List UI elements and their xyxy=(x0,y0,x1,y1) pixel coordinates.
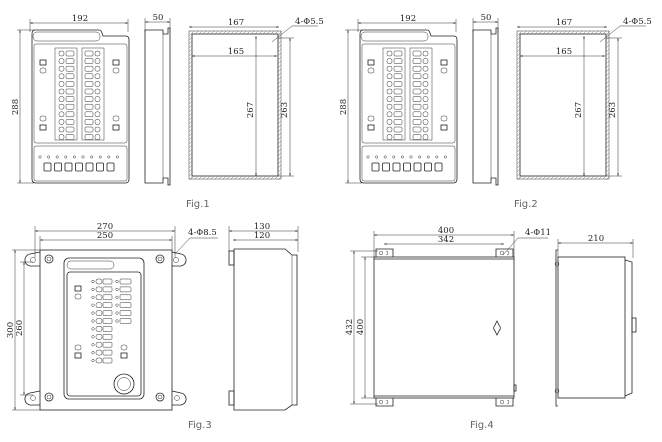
panel-keys xyxy=(38,47,120,172)
cutout-view xyxy=(516,30,611,181)
panel-title-plate xyxy=(360,31,429,42)
dim-label-400h: 400 xyxy=(356,319,366,335)
dim-label-width: 192 xyxy=(72,14,88,24)
caption-fig2: Fig.2 xyxy=(514,199,538,210)
dim-label-depth: 50 xyxy=(481,13,492,23)
holes-label: 4-Φ11 xyxy=(525,228,551,238)
side-view xyxy=(144,27,171,186)
caption-fig3: Fig.3 xyxy=(188,420,212,431)
panel-keys xyxy=(366,47,448,172)
dim-label-210: 210 xyxy=(588,234,604,244)
side-view xyxy=(472,27,499,186)
dim-label-130: 130 xyxy=(254,222,270,232)
dim-label-300: 300 xyxy=(6,322,16,338)
dim-label-cut-h-outer: 263 xyxy=(608,102,618,118)
dim-label-cut-h-inner: 267 xyxy=(574,102,584,118)
dim-label-cut-h-inner: 267 xyxy=(246,102,256,118)
enclosure-side xyxy=(233,248,298,411)
dim-label-260: 260 xyxy=(15,320,25,336)
cabinet-front xyxy=(373,256,515,399)
cabinet-side xyxy=(557,256,626,399)
function-area xyxy=(33,145,128,182)
holes-label: 4-Φ5.5 xyxy=(295,17,324,27)
key-area xyxy=(361,43,456,144)
dim-label-cut-inner: 165 xyxy=(556,47,572,57)
caption-fig4: Fig.4 xyxy=(470,420,494,431)
dim-label-cut-h-outer: 263 xyxy=(280,102,290,118)
dim-label-height: 288 xyxy=(11,99,21,115)
holes-label: 4-Φ5.5 xyxy=(623,17,652,27)
dim-label-120: 120 xyxy=(254,231,270,241)
dim-label-depth: 50 xyxy=(153,13,164,23)
dim-label-400w: 400 xyxy=(438,226,454,236)
dim-label-width: 192 xyxy=(400,14,416,24)
function-area xyxy=(361,145,456,182)
mounting-brackets xyxy=(375,248,514,407)
front-panel xyxy=(31,29,130,184)
dim-label-270: 270 xyxy=(97,222,113,232)
dim-label-342: 342 xyxy=(438,235,454,245)
dim-label-cut-outer: 167 xyxy=(228,18,244,28)
screws xyxy=(44,254,165,402)
fig3-drawing: 270 250 300 260 4-Φ8.5 xyxy=(6,222,299,431)
holes-label: 4-Φ8.5 xyxy=(188,228,217,238)
panel-keys xyxy=(74,278,132,364)
panel-title-plate xyxy=(66,260,115,270)
emergency-button xyxy=(113,373,135,395)
dim-label-250: 250 xyxy=(97,231,113,241)
caption-fig1: Fig.1 xyxy=(186,199,210,210)
key-area xyxy=(33,43,128,144)
dim-label-432: 432 xyxy=(345,319,355,335)
dim-label-cut-outer: 167 xyxy=(556,18,572,28)
dim-label-height: 288 xyxy=(339,99,349,115)
fig4-drawing: 400 342 432 400 4-Φ11 210 Fig.4 xyxy=(345,226,637,431)
dim-label-cut-inner: 165 xyxy=(228,47,244,57)
mounting-ears xyxy=(24,251,187,406)
control-panel xyxy=(63,257,145,400)
lock-icon xyxy=(493,320,501,336)
cutout-view xyxy=(188,30,283,181)
handle xyxy=(631,317,637,333)
enclosure-front xyxy=(39,249,173,411)
front-panel xyxy=(359,29,458,184)
panel-title-plate xyxy=(32,31,101,42)
